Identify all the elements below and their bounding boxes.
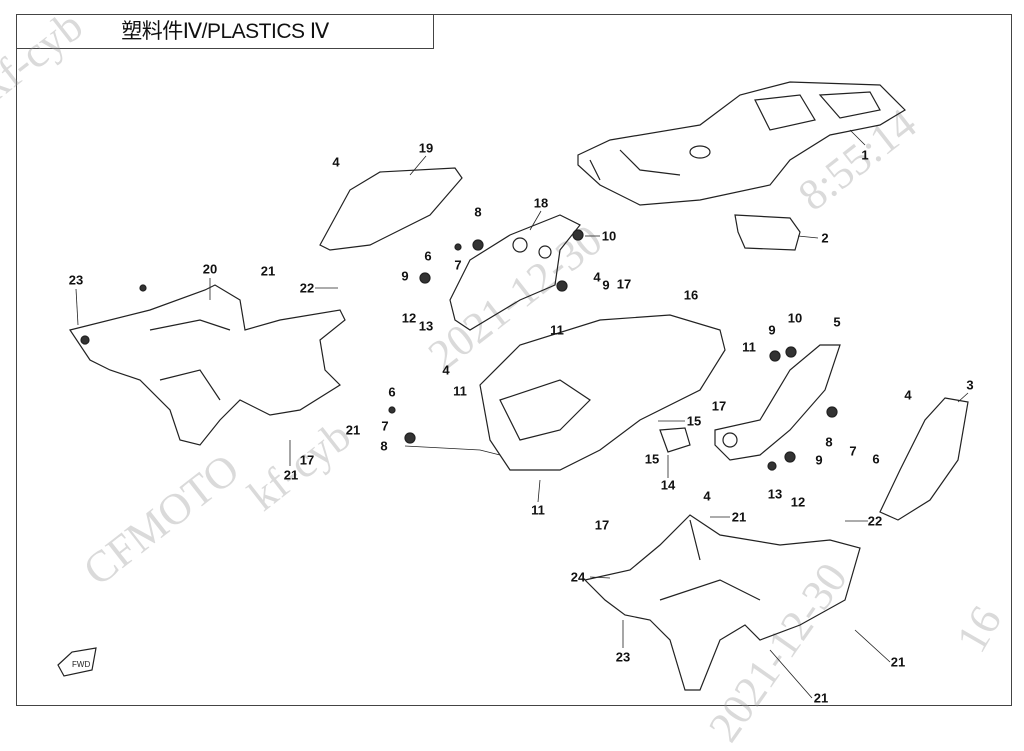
callout-part-number: 9 xyxy=(815,452,823,468)
callout-part-number: 22 xyxy=(299,280,315,296)
callout-part-number: 1 xyxy=(861,147,869,163)
svg-text:FWD: FWD xyxy=(72,660,90,669)
fwd-arrow-icon: FWD xyxy=(57,647,97,677)
callout-part-number: 13 xyxy=(767,486,783,502)
part-20-left-side-cover xyxy=(69,284,346,446)
callout-part-number: 15 xyxy=(644,451,660,467)
callout-part-number: 18 xyxy=(533,195,549,211)
callout-part-number: 23 xyxy=(615,649,631,665)
callout-part-number: 16 xyxy=(683,287,699,303)
callout-part-number: 17 xyxy=(299,452,315,468)
callout-part-number: 4 xyxy=(442,362,450,378)
callout-part-number: 3 xyxy=(966,377,974,393)
callout-part-number: 21 xyxy=(731,509,747,525)
callout-part-number: 17 xyxy=(616,276,632,292)
callout-part-number: 4 xyxy=(904,387,912,403)
callout-part-number: 7 xyxy=(454,257,462,273)
callout-part-number: 21 xyxy=(813,690,829,706)
callout-part-number: 19 xyxy=(418,140,434,156)
fasteners xyxy=(80,229,838,471)
callout-part-number: 8 xyxy=(825,434,833,450)
callout-part-number: 21 xyxy=(890,654,906,670)
callout-part-number: 2 xyxy=(821,230,829,246)
part-5-bracket xyxy=(714,344,841,461)
callout-part-number: 7 xyxy=(381,418,389,434)
callout-part-number: 9 xyxy=(768,322,776,338)
callout-part-number: 11 xyxy=(550,322,564,338)
callout-part-number: 5 xyxy=(833,314,841,330)
callout-part-number: 12 xyxy=(790,494,806,510)
callout-part-number: 8 xyxy=(380,438,388,454)
callout-part-number: 4 xyxy=(332,154,340,170)
diagram-frame xyxy=(16,14,1012,706)
callout-part-number: 4 xyxy=(593,269,601,285)
callout-part-number: 20 xyxy=(202,261,218,277)
part-19-cover xyxy=(319,167,463,251)
callout-part-number: 24 xyxy=(570,569,586,585)
callout-part-number: 21 xyxy=(260,263,276,279)
callout-part-number: 9 xyxy=(602,277,610,293)
callout-part-number: 6 xyxy=(424,248,432,264)
callout-part-number: 4 xyxy=(703,488,711,504)
callout-part-number: 11 xyxy=(742,339,756,355)
leader-lines xyxy=(75,129,969,699)
part-24-right-side-cover xyxy=(583,514,861,691)
callout-part-number: 13 xyxy=(418,318,434,334)
part-3-side-panel xyxy=(879,397,969,521)
callout-part-number: 10 xyxy=(601,228,617,244)
part-18-bracket xyxy=(449,214,581,331)
page-title: 塑料件Ⅳ/PLASTICS Ⅳ xyxy=(16,14,434,49)
callout-part-number: 8 xyxy=(474,204,482,220)
callout-part-number: 17 xyxy=(711,398,727,414)
callout-part-number: 11 xyxy=(531,502,545,518)
callout-part-number: 6 xyxy=(388,384,396,400)
part-1-rear-tray xyxy=(577,81,906,206)
callout-part-number: 17 xyxy=(594,517,610,533)
callout-part-number: 15 xyxy=(686,413,702,429)
callout-part-number: 23 xyxy=(68,272,84,288)
callout-part-number: 11 xyxy=(453,383,467,399)
callout-part-number: 14 xyxy=(660,477,676,493)
part-2-bracket xyxy=(734,214,801,251)
callout-part-number: 12 xyxy=(401,310,417,326)
callout-part-number: 9 xyxy=(401,268,409,284)
callout-part-number: 21 xyxy=(345,422,361,438)
callout-part-number: 22 xyxy=(867,513,883,529)
callout-part-number: 10 xyxy=(787,310,803,326)
callout-part-number: 7 xyxy=(849,443,857,459)
callout-part-number: 6 xyxy=(872,451,880,467)
callout-part-number: 21 xyxy=(283,467,299,483)
part-14-clip xyxy=(659,427,691,453)
exploded-parts-diagram: FWD xyxy=(57,81,969,699)
part-16-battery-box xyxy=(479,314,726,471)
